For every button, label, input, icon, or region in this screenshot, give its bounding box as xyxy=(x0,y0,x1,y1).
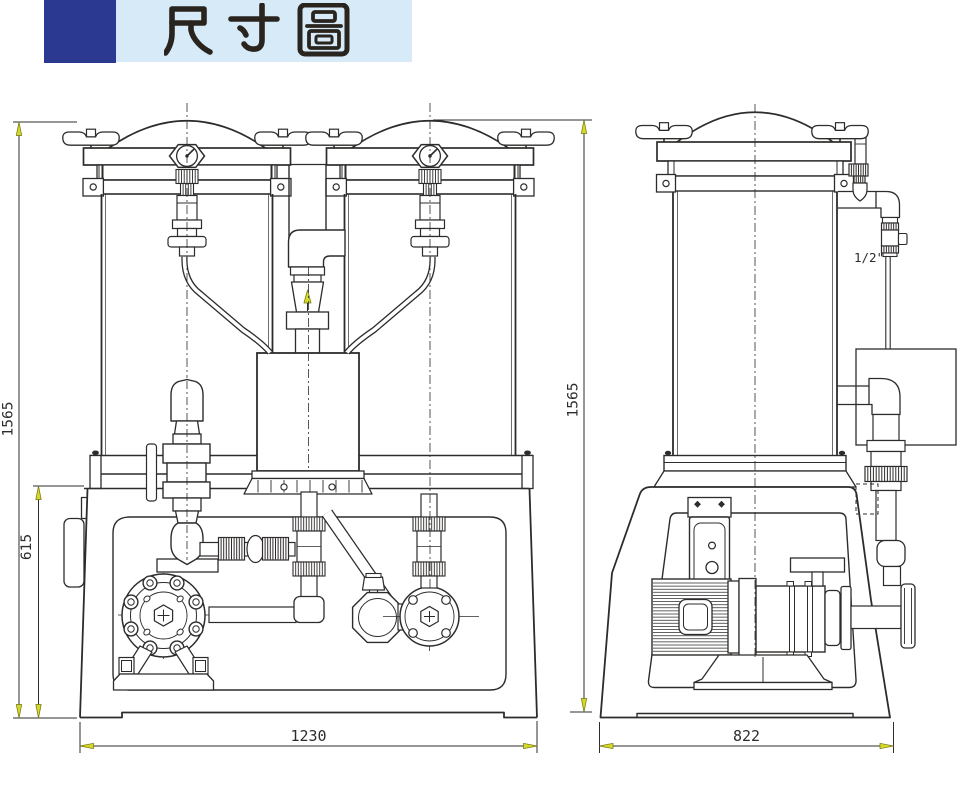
dimensions: 1565 615 1565 1230 822 xyxy=(1,119,894,753)
wing-nut-icon xyxy=(634,121,694,143)
title-glyphs xyxy=(164,3,350,57)
side-view: 1/2" xyxy=(599,104,957,719)
glyph-cun xyxy=(228,3,280,52)
header-accent-block xyxy=(44,0,116,63)
collecting-vessel xyxy=(243,352,373,495)
discharge-pipe-right xyxy=(412,493,446,589)
front-stand xyxy=(63,488,538,719)
front-base-height-label: 615 xyxy=(19,534,35,560)
wing-nut-icon xyxy=(496,128,556,150)
glyph-chi xyxy=(164,6,213,56)
pipe-union-valve-right xyxy=(412,516,446,577)
pipe-union-valve-left xyxy=(292,516,326,577)
wing-nut-icon xyxy=(304,128,364,150)
side-overall-width-label: 822 xyxy=(733,727,760,745)
centrifugal-pump-front xyxy=(351,572,479,651)
wing-nut-icon xyxy=(810,121,870,143)
drain-hoses xyxy=(181,256,436,355)
front-overall-width-label: 1230 xyxy=(290,727,326,745)
diaphragm-valve xyxy=(145,378,219,573)
wing-nut-icon xyxy=(61,128,121,150)
glyph-tu xyxy=(297,3,350,57)
union-pipe xyxy=(199,534,296,564)
front-overall-height-label: 1565 xyxy=(1,402,17,437)
inlet-elbow-check-valve xyxy=(285,163,346,355)
vent-pipe-size-label: 1/2" xyxy=(854,250,884,265)
wing-nut-icon xyxy=(253,128,313,150)
pump-side xyxy=(693,557,852,691)
metering-pump xyxy=(112,573,215,691)
side-overall-height-label: 1565 xyxy=(566,383,582,418)
motor xyxy=(651,577,757,657)
side-piping: 1/2" xyxy=(837,137,916,649)
control-box xyxy=(687,496,732,593)
header-title-band: 尺寸圖 xyxy=(116,0,412,62)
front-view xyxy=(61,103,556,719)
